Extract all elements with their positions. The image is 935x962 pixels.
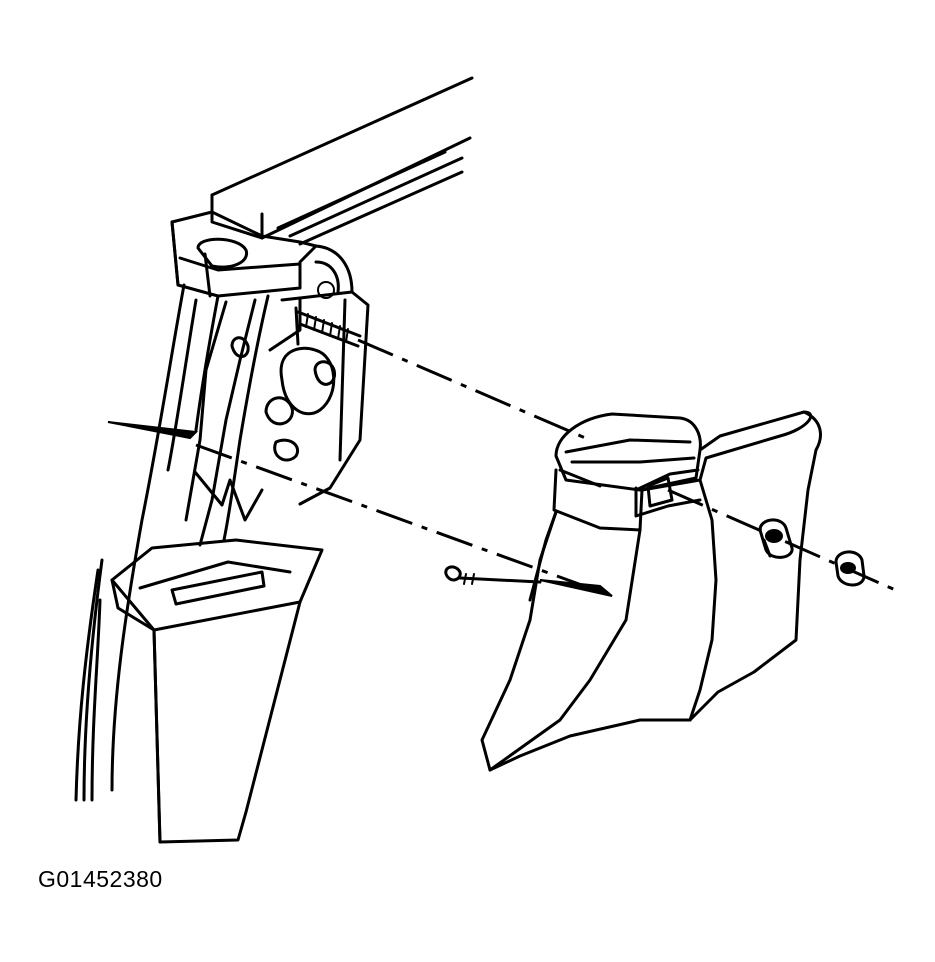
lower-trim-piece [90,538,324,844]
roof-rail [210,76,474,246]
trim-cover [480,410,822,772]
leader-lines [107,421,613,598]
upper-bracket [170,210,354,299]
lower-screw [444,565,542,585]
latch-mechanism [230,290,370,506]
retaining-nut [834,550,866,587]
upper-screw [296,310,362,348]
figure-id-label: G01452380 [38,866,163,892]
door-pillar [74,283,270,802]
assembly-axis-fastener [667,488,901,594]
assembly-axis-upper [357,338,591,442]
spacer-washer [758,518,794,559]
